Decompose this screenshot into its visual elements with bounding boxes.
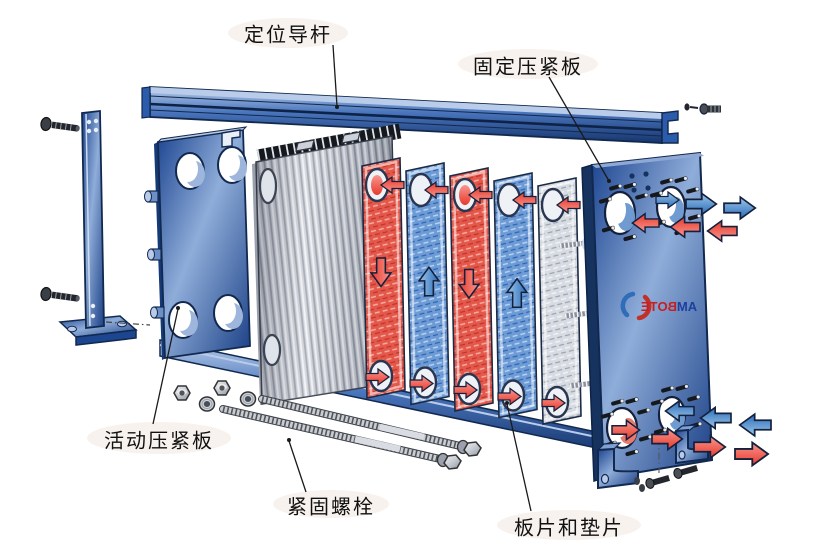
- logo-swirl-blue: [620, 291, 636, 318]
- alignment-dash-line-left: [105, 321, 151, 326]
- support-bolt-top: [40, 116, 80, 132]
- hot-out-arrow: [734, 441, 770, 467]
- foot-bracket-left: [596, 442, 639, 490]
- label-fixed-plate: 固定压紧板: [473, 56, 583, 79]
- hex-nut: [173, 385, 191, 401]
- support-base-front: [75, 329, 137, 346]
- movable-pressure-plate: [144, 126, 251, 360]
- label-bolts: 紧固螺栓: [287, 496, 375, 519]
- port-bolt-studs: [598, 176, 703, 457]
- plate-hanger-tab: [295, 139, 315, 152]
- exploded-plate-cold: [493, 172, 538, 419]
- guide-rod-end-channel: [661, 110, 679, 144]
- hot-in-arrow: [706, 219, 738, 243]
- threaded-bolt: [219, 405, 462, 470]
- guide-rod-screw: [684, 103, 721, 115]
- hex-nut: [213, 380, 231, 396]
- exploded-plate-hot: [449, 167, 494, 412]
- brand-logo: AMBOTE: [620, 291, 698, 321]
- support-column-post: [81, 109, 105, 330]
- leader-lines: [152, 44, 611, 512]
- support-column: [40, 109, 151, 346]
- label-plates-gaskets: 板片和垫片: [514, 517, 624, 540]
- cold-out-arrow: [723, 196, 757, 220]
- cold-in-arrow: [738, 413, 772, 437]
- exploded-plate-end: [537, 177, 582, 425]
- logo-swirl-red: [636, 294, 652, 321]
- threaded-bolt: [258, 395, 482, 457]
- movable-plate-ports: [168, 146, 247, 339]
- label-guide-rod: 定位导杆: [244, 24, 332, 47]
- guide-slot-notch: [221, 129, 241, 148]
- foot-bolts: [634, 438, 698, 492]
- support-bolt-bottom: [40, 286, 80, 302]
- tightening-bolts: [173, 380, 482, 470]
- exploded-plate-hot: [361, 157, 406, 399]
- washer: [198, 396, 216, 412]
- washer: [239, 391, 257, 407]
- exploded-plate-cold: [405, 162, 450, 406]
- label-movable-plate: 活动压紧板: [104, 430, 214, 453]
- logo-text: AMBOTE: [641, 299, 698, 314]
- foot-bracket-right: [674, 424, 709, 465]
- plate-hanger-tab: [341, 131, 361, 144]
- movable-plate-rollers: [144, 190, 165, 319]
- label-halos: [87, 18, 641, 540]
- exploded-plates-group: [361, 157, 582, 425]
